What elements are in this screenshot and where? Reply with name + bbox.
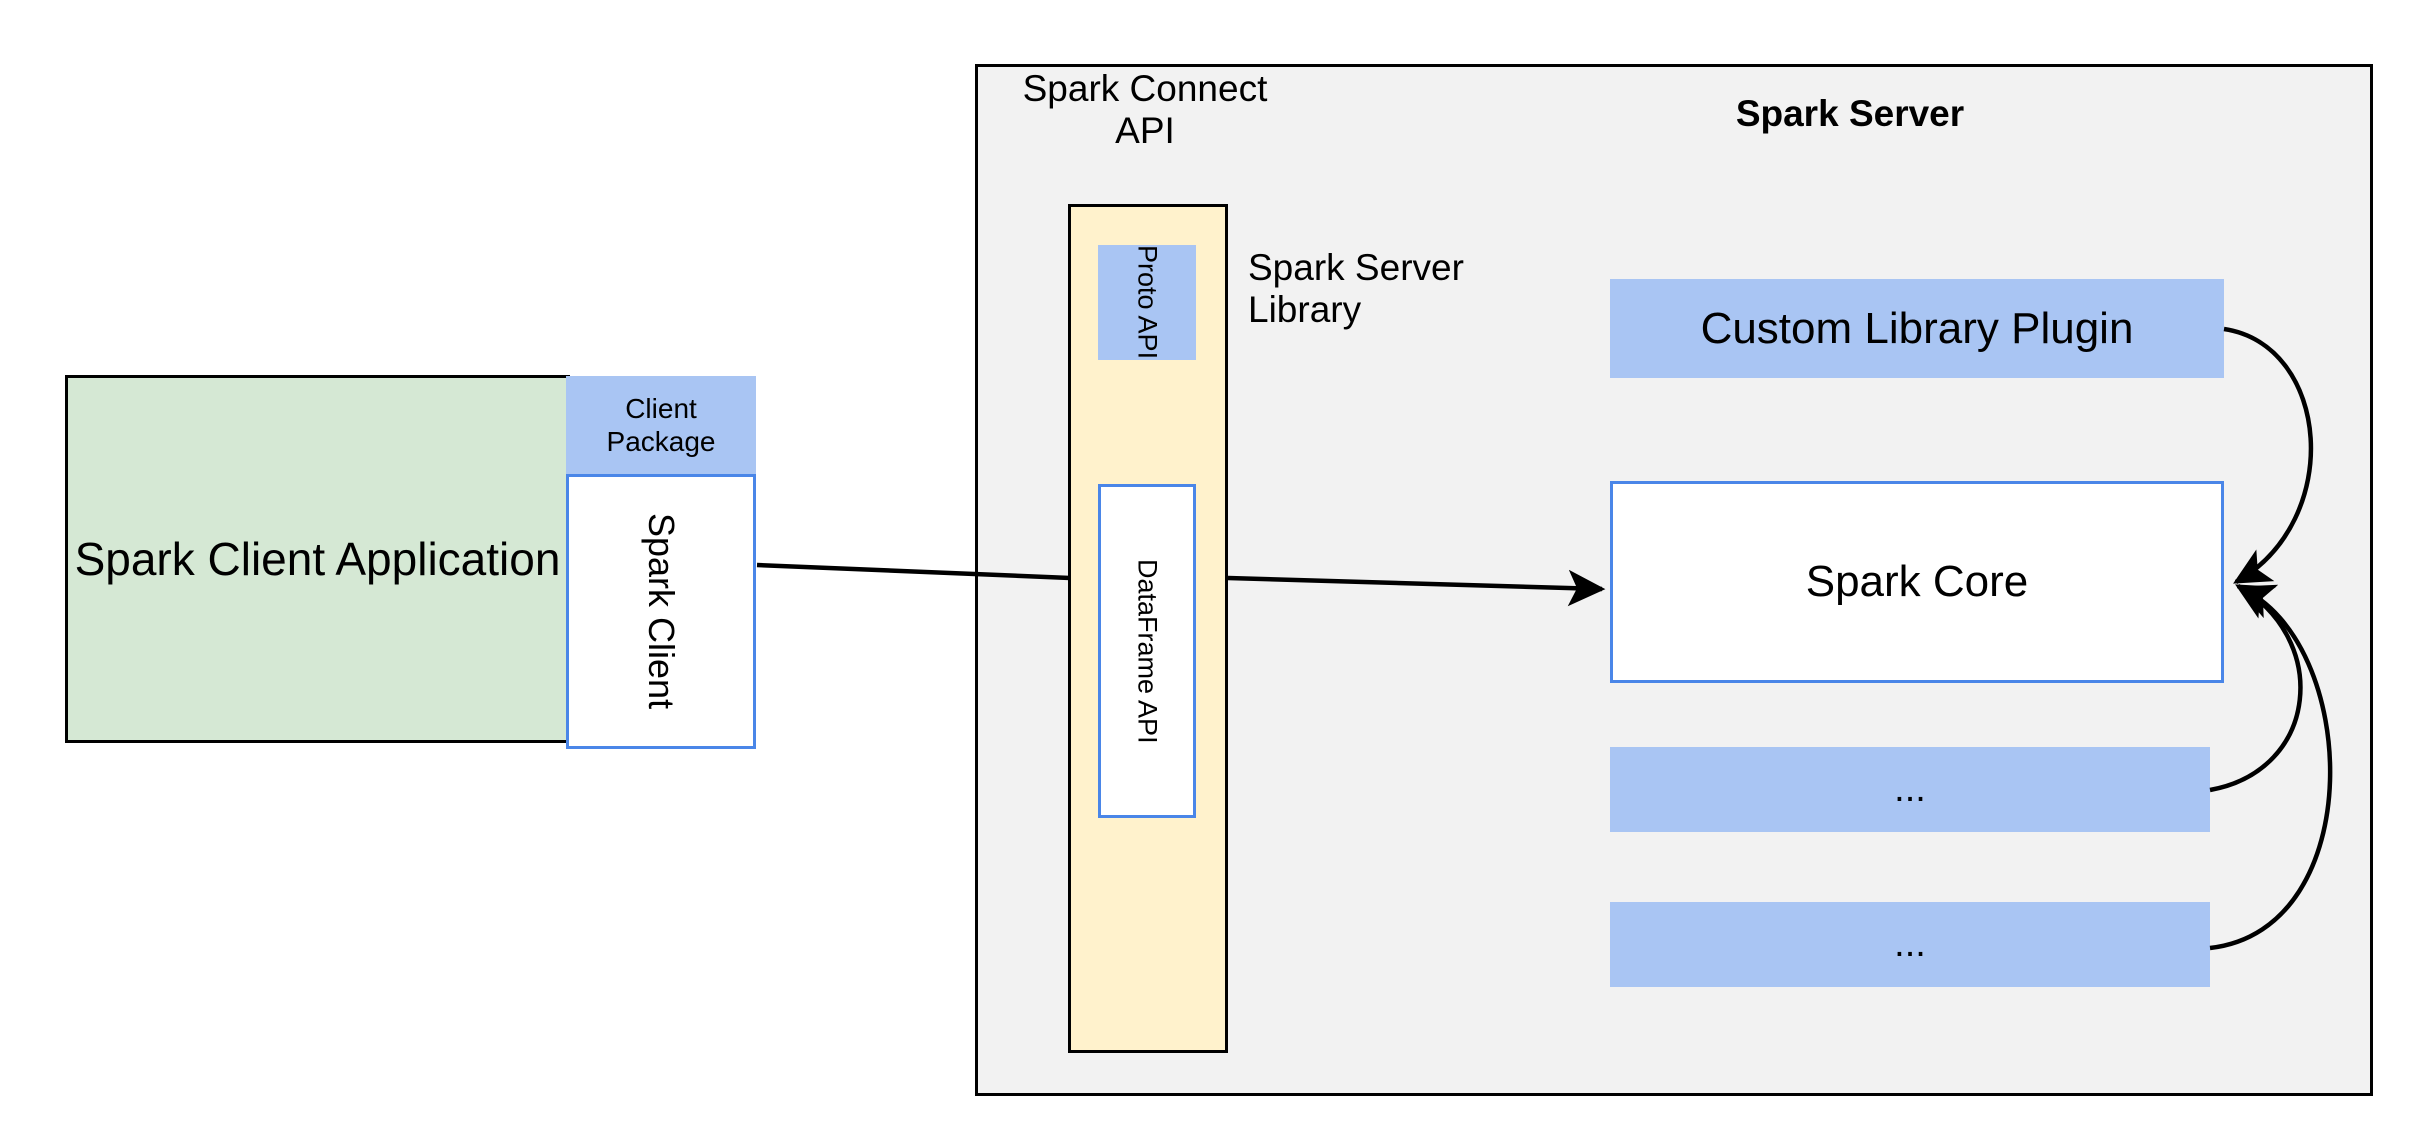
- spark-server-library-label: Spark Server Library: [1248, 247, 1464, 330]
- spark-client-application-label: Spark Client Application: [74, 532, 561, 585]
- dataframe-api-label: DataFrame API: [1132, 558, 1163, 744]
- custom-library-plugin-box[interactable]: Custom Library Plugin: [1610, 279, 2224, 378]
- client-package-label: Client Package: [606, 392, 716, 457]
- proto-api-label: Proto API: [1132, 245, 1163, 360]
- spark-server-title: Spark Server: [1735, 93, 1965, 134]
- proto-api-box[interactable]: Proto API: [1098, 245, 1196, 360]
- additional-component-label-1: ...: [1894, 768, 1926, 811]
- spark-client-label: Spark Client: [641, 513, 682, 710]
- spark-connect-api-label: Spark Connect API: [1022, 68, 1268, 151]
- dataframe-api-box[interactable]: DataFrame API: [1098, 484, 1196, 818]
- additional-component-label-2: ...: [1894, 923, 1926, 966]
- additional-component-box-2[interactable]: ...: [1610, 902, 2210, 987]
- additional-component-box-1[interactable]: ...: [1610, 747, 2210, 832]
- client-package-box[interactable]: Client Package: [566, 376, 756, 474]
- spark-core-box[interactable]: Spark Core: [1610, 481, 2224, 683]
- custom-library-plugin-label: Custom Library Plugin: [1700, 303, 2134, 353]
- spark-client-box[interactable]: Spark Client: [566, 474, 756, 749]
- spark-client-application-box[interactable]: Spark Client Application: [65, 375, 570, 743]
- spark-core-label: Spark Core: [1805, 557, 2029, 607]
